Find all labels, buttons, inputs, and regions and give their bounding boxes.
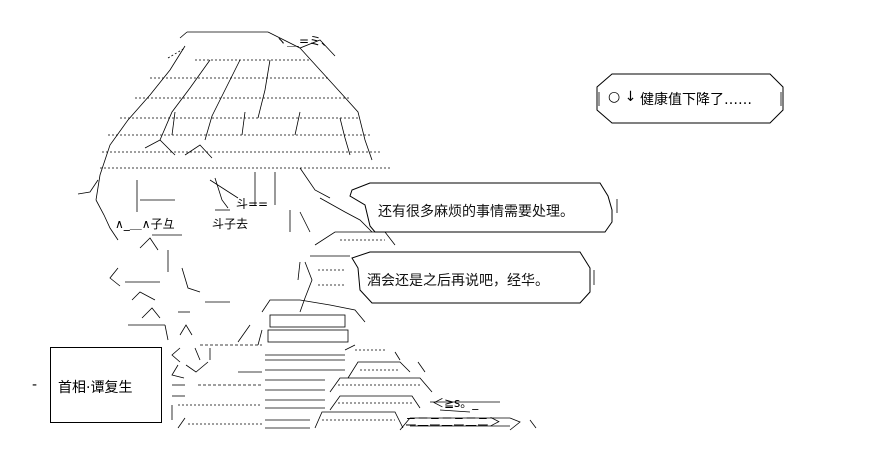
art-glyph-3: 斗子去 bbox=[212, 217, 248, 231]
dialogue-line-2: 酒会还是之后再说吧，经华。 bbox=[367, 273, 549, 289]
caption-box bbox=[50, 347, 162, 423]
art-glyph-1: ヽ＿=ミ、 bbox=[275, 34, 333, 48]
dialogue-line-1: 还有很多麻烦的事情需要处理。 bbox=[378, 204, 574, 220]
speech-bubble-2-frame bbox=[351, 251, 591, 304]
caption-marker: - bbox=[32, 377, 38, 393]
art-glyph-6: ニ二ニ二ニ二ニ＞ bbox=[405, 415, 501, 429]
speech-bubble-1-frame bbox=[349, 182, 613, 233]
status-icon: ○ ↓ bbox=[608, 89, 637, 105]
art-glyph-4: 斗== bbox=[236, 197, 268, 211]
status-box-frame bbox=[596, 73, 784, 124]
status-text: 健康值下降了…… bbox=[640, 92, 752, 108]
art-glyph-2: ∧_＿∧子彑 bbox=[115, 217, 175, 231]
speaker-caption: 首相·谭复生 bbox=[58, 380, 133, 396]
art-glyph-5: ＜≧s。_ bbox=[432, 396, 479, 410]
